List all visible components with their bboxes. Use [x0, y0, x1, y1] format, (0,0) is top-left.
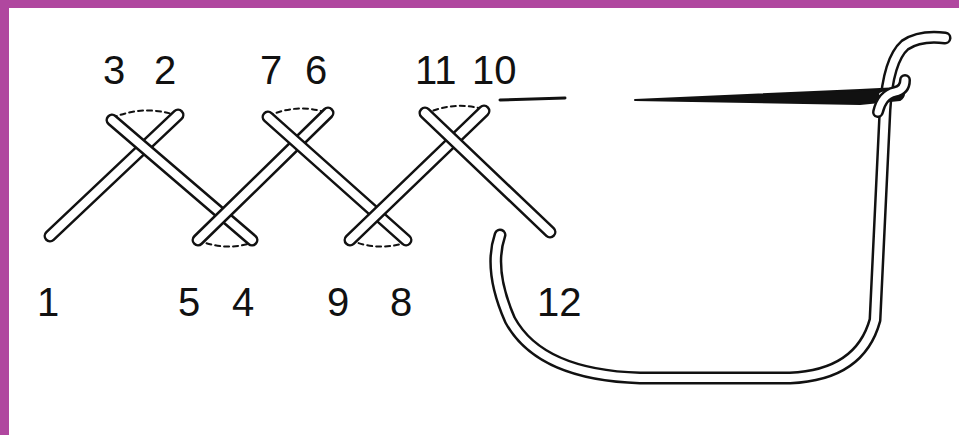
callout-number: 10: [472, 50, 517, 90]
frame-bar: [0, 0, 959, 8]
callout-number: 12: [537, 282, 582, 322]
working-thread: [496, 37, 945, 378]
thread-through-eye: [878, 80, 905, 112]
callout-number: 7: [260, 50, 282, 90]
needle-path: [500, 98, 565, 100]
callout-number: 3: [103, 50, 125, 90]
thread-stitch: [350, 111, 484, 240]
callout-number: 5: [178, 282, 200, 322]
callout-number: 4: [232, 282, 254, 322]
callout-number: 6: [305, 50, 327, 90]
thread-stitch: [268, 117, 406, 240]
callout-number: 11: [415, 50, 457, 90]
callout-number: 2: [154, 50, 176, 90]
callout-number: 9: [327, 282, 349, 322]
callout-number: 8: [390, 282, 412, 322]
thread-stitch: [425, 113, 550, 232]
thread-stitch: [112, 120, 252, 240]
needle: [635, 88, 904, 104]
callout-number: 1: [37, 282, 59, 322]
frame-bar: [0, 0, 9, 435]
thread-stitch: [198, 113, 328, 240]
thread-stitch: [50, 115, 178, 236]
